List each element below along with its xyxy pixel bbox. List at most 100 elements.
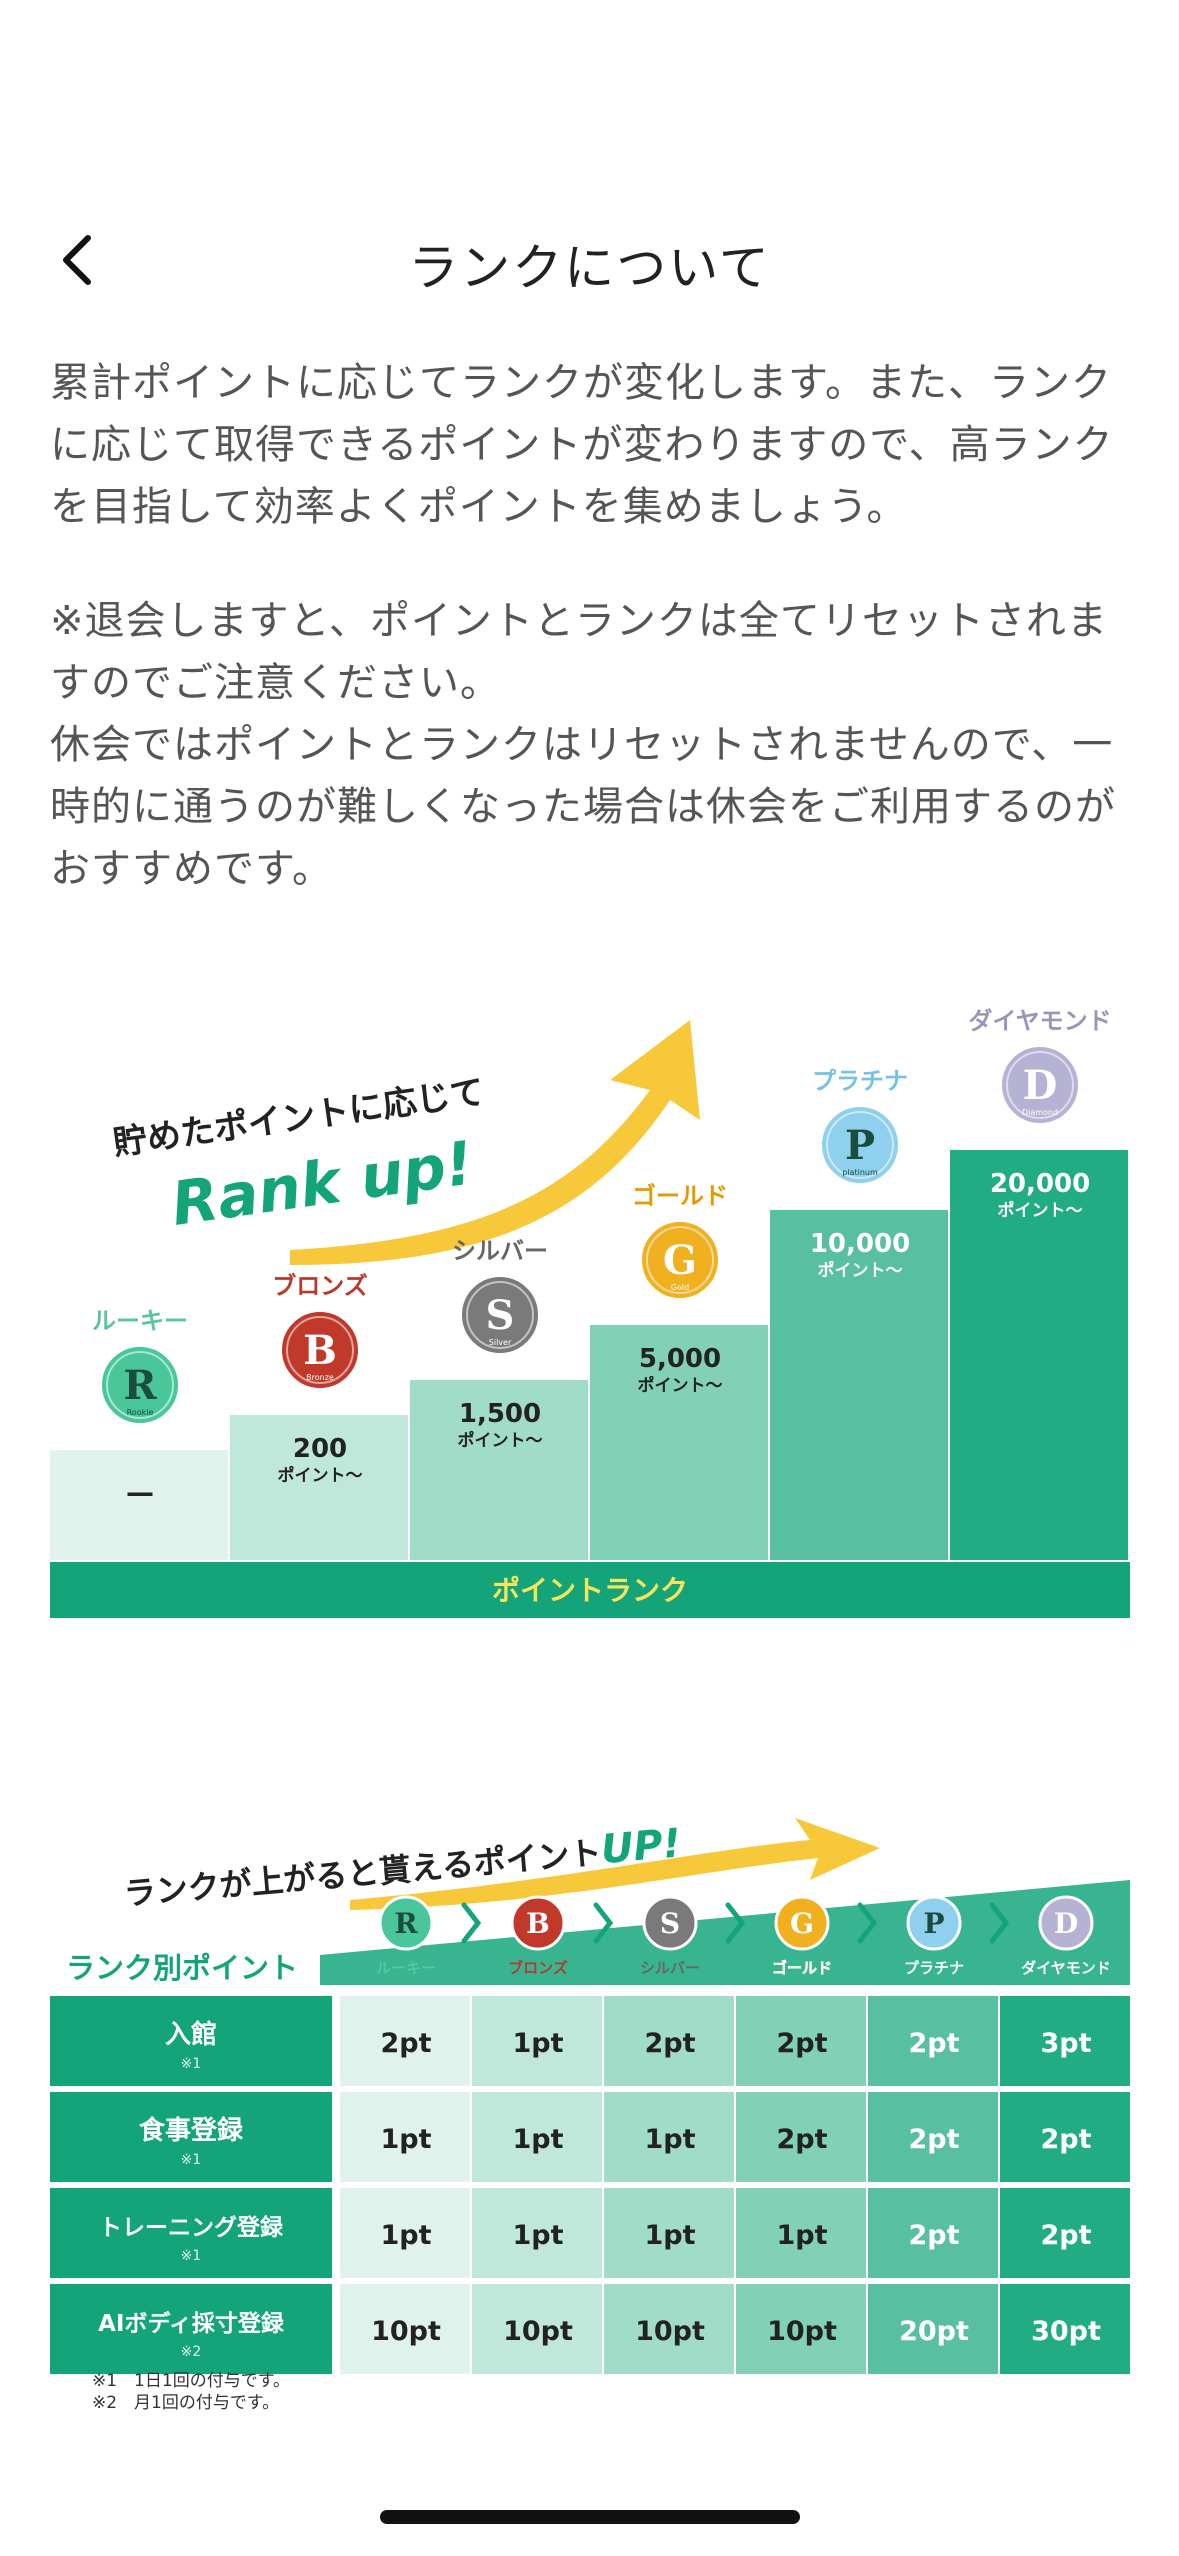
rank-medal-ring — [646, 1226, 714, 1294]
rank-medal-ring — [466, 1281, 534, 1349]
table-rank-name: プラチナ — [904, 1959, 964, 1977]
home-indicator[interactable] — [380, 2510, 800, 2524]
rank-medal-ring — [826, 1111, 894, 1179]
table-row-note: ※1 — [181, 2152, 202, 2168]
rank-step-b — [230, 1415, 408, 1560]
table-cell-value: 2pt — [644, 2028, 695, 2059]
table-medal-letter: S — [660, 1907, 680, 1940]
rank-medal-ring — [286, 1316, 354, 1384]
table-cell-value: 2pt — [908, 2220, 959, 2251]
table-row-label-cell — [50, 2092, 332, 2182]
table-cell — [472, 2284, 602, 2374]
rank-points-value: — — [126, 1476, 154, 1509]
table-cell — [1000, 2188, 1130, 2278]
table-rank-name: シルバー — [640, 1959, 700, 1977]
table-medal-d — [1038, 1895, 1094, 1951]
page-title: ランクについて — [408, 239, 771, 297]
rank-name-label: ルーキー — [92, 1307, 188, 1335]
table-corner-label: ランク別ポイント — [66, 1951, 298, 1985]
chevron-right-icon — [725, 1902, 746, 1944]
table-cell — [604, 1996, 734, 2086]
table-cell-value: 30pt — [1031, 2316, 1101, 2347]
rank-name-label: シルバー — [452, 1237, 548, 1265]
table-medal-b — [510, 1895, 566, 1951]
table-cell — [472, 1996, 602, 2086]
rank-medal-letter: P — [845, 1122, 875, 1169]
table-medal-g — [774, 1895, 830, 1951]
chevron-right-icon — [989, 1902, 1010, 1944]
table-cell-value: 2pt — [1040, 2220, 1091, 2251]
table-rank-name: ルーキー — [376, 1959, 436, 1977]
rank-points-unit: ポイント〜 — [818, 1260, 903, 1281]
rank-name-label: ブロンズ — [272, 1272, 368, 1300]
table-row-label: 食事登録 — [139, 2115, 244, 2146]
table-cell-value: 1pt — [776, 2220, 827, 2251]
table-cell — [736, 1996, 866, 2086]
rank-points-value: 200 — [293, 1434, 347, 1464]
back-button[interactable] — [48, 228, 112, 292]
table-rank-name: ブロンズ — [508, 1959, 568, 1977]
rank-points-unit: ポイント〜 — [998, 1200, 1083, 1221]
table-cell — [472, 2092, 602, 2182]
rank-points-value: 5,000 — [639, 1344, 721, 1374]
table-row-label: トレーニング登録 — [99, 2214, 284, 2241]
points-up-arrow — [350, 1818, 880, 1910]
chevron-right-icon — [461, 1902, 482, 1944]
rank-points-value: 10,000 — [810, 1229, 910, 1259]
table-cell — [604, 2284, 734, 2374]
table-cell-value: 1pt — [512, 2220, 563, 2251]
table-cell — [1000, 2284, 1130, 2374]
table-cell — [340, 2284, 470, 2374]
rank-step-r — [50, 1450, 228, 1560]
table-cell-value: 1pt — [512, 2028, 563, 2059]
note-2: ※2 月1回の付与です。 — [92, 2393, 280, 2413]
table-cell-value: 10pt — [503, 2316, 573, 2347]
table-row-label: AIボディ採寸登録 — [98, 2310, 285, 2337]
note-1: ※1 1日1回の付与です。 — [92, 2371, 290, 2391]
rank-step-p — [770, 1210, 948, 1560]
table-medal-letter: B — [526, 1907, 550, 1940]
chevron-right-icon — [857, 1902, 878, 1944]
table-row-label-cell — [50, 2284, 332, 2374]
table-cell-value: 10pt — [635, 2316, 705, 2347]
nav-bar: ランクについて — [0, 210, 1179, 310]
rank-up-arrow — [290, 1020, 700, 1265]
chevron-left-icon — [63, 235, 91, 285]
table-rank-name: ゴールド — [772, 1959, 832, 1977]
table-cell-value: 20pt — [899, 2316, 969, 2347]
table-medal-s — [642, 1895, 698, 1951]
table-cell — [604, 2188, 734, 2278]
table-cell — [1000, 1996, 1130, 2086]
rank-footer-bar — [50, 1562, 1130, 1618]
table-cell-value: 1pt — [644, 2124, 695, 2155]
table-row-note: ※1 — [181, 2248, 202, 2264]
points-headline-up: UP! — [599, 1820, 683, 1873]
table-cell — [340, 2188, 470, 2278]
rank-medal-sub: Rookie — [127, 1408, 154, 1417]
rank-medal-d — [998, 1043, 1082, 1127]
rank-medal-b — [278, 1308, 362, 1392]
table-notes: ※1 1日1回の付与です。 ※2 月1回の付与です。 — [92, 2370, 290, 2414]
table-cell-value: 3pt — [1040, 2028, 1091, 2059]
table-row-note: ※1 — [181, 2056, 202, 2072]
table-medal-letter: P — [923, 1907, 944, 1940]
rank-medal-letter: R — [123, 1362, 157, 1409]
rank-medal-g — [638, 1218, 722, 1302]
table-medal-letter: G — [790, 1907, 814, 1940]
rank-medal-p — [818, 1103, 902, 1187]
rank-medal-letter: B — [303, 1327, 337, 1374]
table-cell-value: 2pt — [908, 2124, 959, 2155]
table-cell-value: 2pt — [776, 2124, 827, 2155]
rank-points-value: 20,000 — [990, 1169, 1090, 1199]
table-medal-r — [378, 1895, 434, 1951]
table-row-label-cell — [50, 2188, 332, 2278]
rank-medal-ring — [106, 1351, 174, 1419]
rank-medal-sub: Gold — [671, 1283, 689, 1292]
table-cell-value: 1pt — [512, 2124, 563, 2155]
rank-medal-letter: G — [663, 1237, 697, 1284]
table-cell — [736, 2284, 866, 2374]
rank-medal-sub: Bronze — [306, 1373, 334, 1382]
table-cell — [472, 2188, 602, 2278]
